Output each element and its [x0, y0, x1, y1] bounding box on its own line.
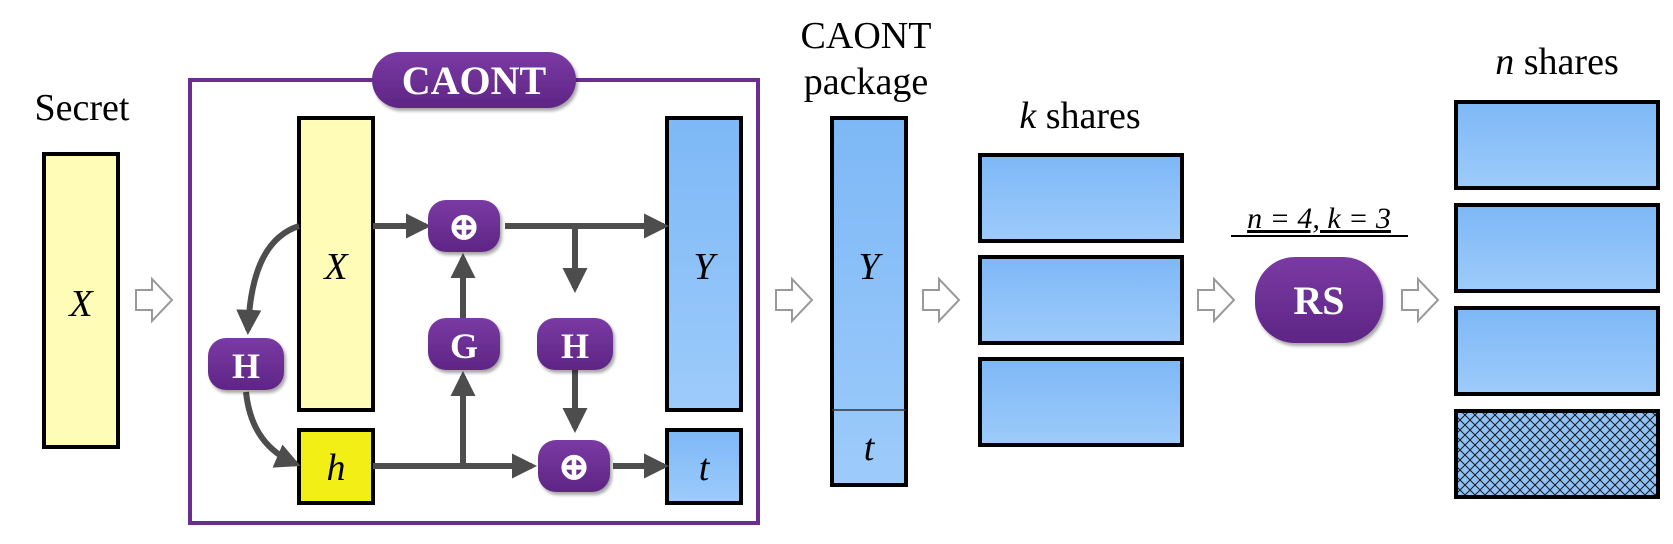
- package-block: [830, 116, 908, 487]
- op-xor-top: ⊕: [428, 200, 500, 252]
- rs-label: RS: [1293, 278, 1344, 323]
- caont-y-var: Y: [693, 246, 718, 288]
- flow-arrow-5: [1401, 276, 1440, 324]
- op-xor-bottom-label: ⊕: [557, 444, 591, 489]
- n-shares-title: n shares: [1495, 41, 1618, 83]
- op-hash-right: H: [537, 318, 613, 370]
- secret-var: X: [67, 283, 94, 325]
- op-gen: G: [428, 318, 500, 370]
- caont-title: CAONT: [402, 58, 547, 103]
- caont-t-var: t: [699, 447, 711, 489]
- n-share-1: [1454, 100, 1660, 190]
- op-xor-bottom: ⊕: [538, 440, 610, 492]
- caont-title-badge: [372, 52, 576, 108]
- arrow-x-to-hash: [236, 223, 301, 336]
- caont-x-block: [297, 116, 375, 412]
- op-hash-left: H: [208, 338, 284, 390]
- package-title-line2: package: [804, 61, 928, 103]
- caont-y-block: [665, 116, 743, 412]
- package-y-var: Y: [858, 246, 883, 288]
- secret-block: [42, 152, 120, 449]
- k-share-3: [978, 357, 1184, 447]
- k-share-1: [978, 153, 1184, 243]
- package-t-var: t: [864, 427, 876, 469]
- op-xor-top-label: ⊕: [447, 204, 481, 249]
- k-share-2: [978, 255, 1184, 345]
- caont-x-var: X: [322, 246, 349, 288]
- op-gen-label: G: [450, 326, 478, 366]
- rs-node: [1255, 257, 1383, 343]
- caont-connectors: [236, 213, 670, 479]
- package-title-line1: CAONT: [801, 15, 932, 57]
- n-share-2: [1454, 203, 1660, 293]
- flow-arrow-4: [1197, 276, 1236, 324]
- n-share-4-parity: [1454, 409, 1660, 499]
- k-shares-title: k shares: [1019, 95, 1140, 137]
- n-share-3: [1454, 306, 1660, 396]
- secret-title: Secret: [35, 87, 130, 129]
- flow-arrow-2: [775, 276, 814, 324]
- op-hash-left-label: H: [232, 346, 260, 386]
- arrow-hash-to-h: [243, 391, 301, 468]
- caont-h-var: h: [327, 447, 346, 489]
- flow-arrow-1: [135, 276, 174, 324]
- rs-params: n = 4, k = 3: [1247, 202, 1391, 235]
- op-hash-right-label: H: [561, 326, 589, 366]
- flow-arrow-3: [922, 276, 961, 324]
